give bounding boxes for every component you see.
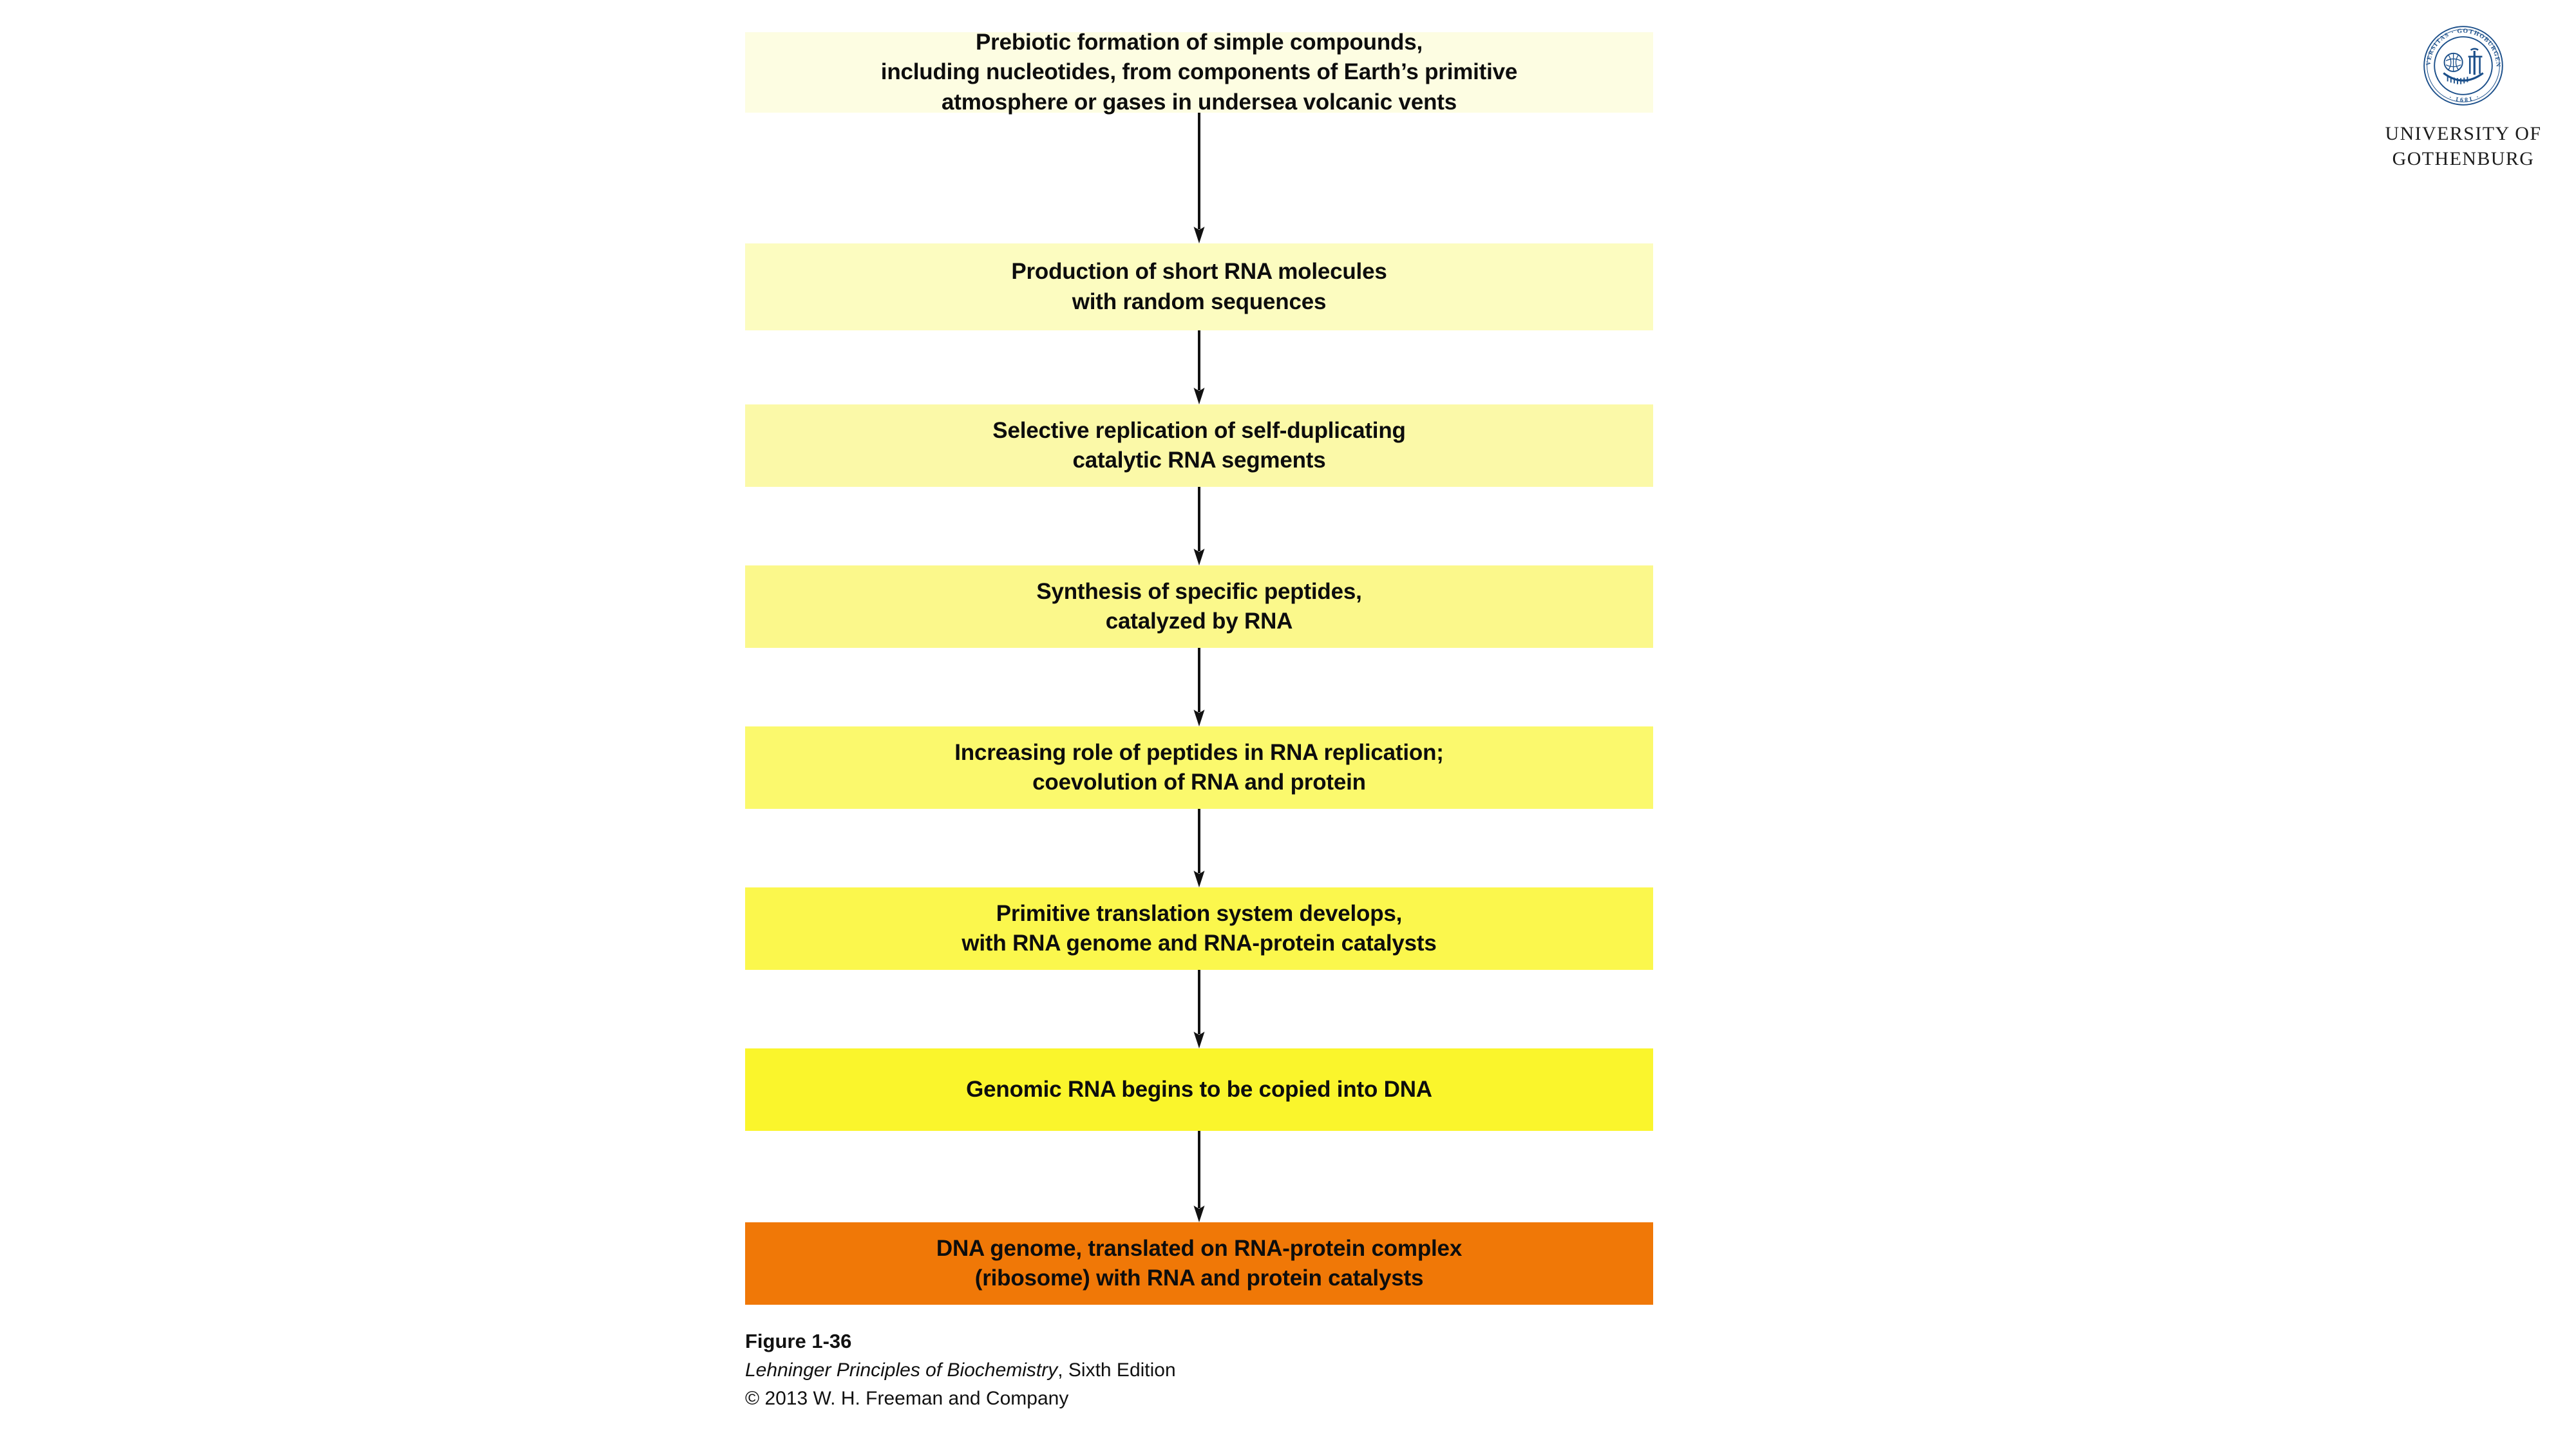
down-arrow-icon: [1193, 970, 1205, 1048]
university-wordmark: UNIVERSITY OF GOTHENBURG: [2385, 123, 2542, 169]
down-arrow-icon: [1193, 113, 1205, 243]
university-seal-icon: UNIVERSITAS · GOTHOBURGENSIS · 1891 ·: [2422, 24, 2503, 106]
university-logo: UNIVERSITAS · GOTHOBURGENSIS · 1891 · UN…: [2376, 24, 2550, 171]
flow-step-label: Production of short RNA molecules with r…: [1011, 259, 1387, 314]
flow-step-8: DNA genome, translated on RNA-protein co…: [745, 1222, 1653, 1305]
flow-step-3: Selective replication of self-duplicatin…: [745, 404, 1653, 487]
down-arrow-icon: [1193, 1131, 1205, 1222]
caption-book-title: Lehninger Principles of Biochemistry: [745, 1359, 1058, 1381]
flow-step-5: Increasing role of peptides in RNA repli…: [745, 726, 1653, 809]
flow-step-1: Prebiotic formation of simple compounds,…: [745, 30, 1653, 115]
flow-arrow-7-to-8: [1193, 1131, 1206, 1222]
caption-copyright: © 2013 W. H. Freeman and Company: [745, 1388, 1069, 1410]
flow-arrow-6-to-7: [1193, 970, 1206, 1048]
flow-step-label: DNA genome, translated on RNA-protein co…: [936, 1235, 1463, 1291]
down-arrow-icon: [1193, 330, 1205, 404]
flow-step-6: Primitive translation system develops, w…: [745, 887, 1653, 970]
flow-step-2: Production of short RNA molecules with r…: [745, 243, 1653, 330]
figure-caption: Figure 1-36 Lehninger Principles of Bioc…: [745, 1327, 1176, 1414]
down-arrow-icon: [1193, 648, 1205, 726]
flow-arrow-4-to-5: [1193, 648, 1206, 726]
svg-text:· 1891 ·: · 1891 ·: [2447, 93, 2480, 103]
flow-step-label: Synthesis of specific peptides, catalyze…: [1036, 578, 1362, 634]
flow-step-label: Increasing role of peptides in RNA repli…: [954, 739, 1444, 795]
flow-step-label: Selective replication of self-duplicatin…: [992, 417, 1406, 473]
flow-arrow-1-to-2: [1193, 113, 1206, 243]
flow-step-4: Synthesis of specific peptides, catalyze…: [745, 565, 1653, 648]
flow-arrow-3-to-4: [1193, 487, 1206, 565]
flow-step-7: Genomic RNA begins to be copied into DNA: [745, 1048, 1653, 1131]
down-arrow-icon: [1193, 487, 1205, 565]
flow-step-label: Genomic RNA begins to be copied into DNA: [966, 1076, 1432, 1102]
flow-step-label: Primitive translation system develops, w…: [961, 900, 1437, 956]
flowchart-diagram: Prebiotic formation of simple compounds,…: [745, 0, 1653, 1320]
down-arrow-icon: [1193, 809, 1205, 887]
flow-step-label: Prebiotic formation of simple compounds,…: [880, 30, 1518, 115]
flow-arrow-5-to-6: [1193, 809, 1206, 887]
flow-arrow-2-to-3: [1193, 330, 1206, 404]
caption-figure-number: Figure 1-36: [745, 1330, 852, 1352]
caption-source: Lehninger Principles of Biochemistry, Si…: [745, 1356, 1176, 1385]
caption-edition: , Sixth Edition: [1057, 1359, 1176, 1381]
